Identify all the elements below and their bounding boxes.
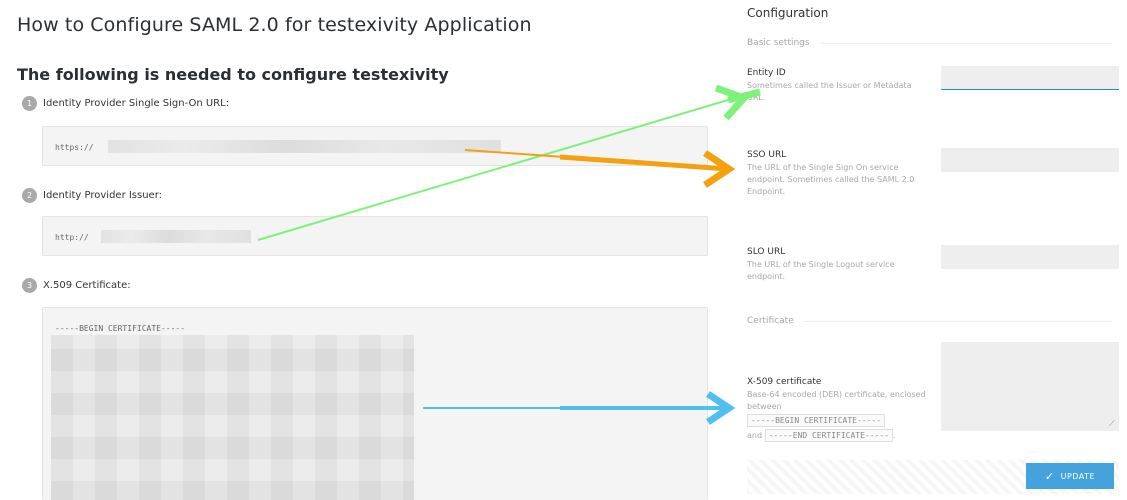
entity-id-label-group: Entity ID Sometimes called the Issuer or… (747, 68, 932, 104)
certificate-box[interactable]: -----BEGIN CERTIFICATE----- (42, 307, 708, 500)
certificate-header: Certificate (747, 316, 1112, 326)
entity-id-input[interactable] (941, 66, 1119, 90)
slo-url-label: SLO URL (747, 247, 786, 257)
period-text: . (893, 431, 896, 440)
step-issuer: 2 Identity Provider Issuer: (22, 188, 162, 203)
certificate-group-label: Certificate (747, 316, 794, 326)
basic-settings-label: Basic settings (747, 38, 810, 48)
redacted-value (101, 230, 251, 243)
step-label: Identity Provider Single Sign-On URL: (43, 98, 230, 109)
page-title: How to Configure SAML 2.0 for testexivit… (17, 14, 532, 36)
slo-url-label-group: SLO URL The URL of the Single Logout ser… (747, 247, 932, 283)
sso-url-label-group: SSO URL The URL of the Single Sign On se… (747, 150, 932, 198)
update-button[interactable]: ✓ UPDATE (1026, 463, 1114, 489)
redacted-value (108, 140, 501, 153)
step-sso-url: 1 Identity Provider Single Sign-On URL: (22, 96, 229, 111)
issuer-box[interactable]: http:// (42, 216, 708, 256)
x509-certificate-textarea[interactable] (941, 342, 1119, 431)
entity-id-label: Entity ID (747, 68, 786, 78)
slo-url-input[interactable] (941, 245, 1119, 269)
sso-url-description: The URL of the Single Sign On service en… (747, 163, 915, 196)
update-label: UPDATE (1060, 471, 1096, 481)
x509-label-group: X-509 certificate Base-64 encoded (DER) … (747, 377, 932, 443)
divider (819, 42, 1112, 44)
x509-desc-text: Base-64 encoded (DER) certificate, enclo… (747, 390, 926, 411)
configuration-panel: Configuration Basic settings Entity ID S… (720, 0, 1127, 500)
basic-settings-header: Basic settings (747, 38, 1112, 48)
and-text: and (747, 431, 763, 440)
configuration-title: Configuration (747, 6, 829, 20)
section-title: The following is needed to configure tes… (17, 65, 449, 84)
divider (803, 320, 1112, 322)
slo-url-description: The URL of the Single Logout service end… (747, 260, 895, 281)
step-number: 2 (22, 188, 37, 203)
end-cert-tag: -----END CERTIFICATE----- (764, 429, 894, 442)
code-prefix: http:// (55, 233, 89, 242)
step-number: 1 (22, 96, 37, 111)
step-certificate: 3 X.509 Certificate: (22, 278, 131, 293)
redacted-certificate (51, 335, 414, 500)
x509-description: Base-64 encoded (DER) certificate, enclo… (747, 389, 932, 443)
sso-url-input[interactable] (941, 148, 1119, 172)
code-prefix: https:// (55, 143, 94, 152)
step-number: 3 (22, 278, 37, 293)
instructions-panel: How to Configure SAML 2.0 for testexivit… (17, 14, 708, 500)
step-label: X.509 Certificate: (43, 280, 131, 291)
x509-label: X-509 certificate (747, 377, 822, 387)
sso-url-box[interactable]: https:// (42, 126, 708, 166)
resize-handle-icon[interactable]: ⟋ (1109, 419, 1115, 428)
entity-id-description: Sometimes called the Issuer or Metadata … (747, 81, 912, 102)
step-label: Identity Provider Issuer: (43, 190, 163, 201)
sso-url-label: SSO URL (747, 150, 787, 160)
cert-begin-line: -----BEGIN CERTIFICATE----- (55, 324, 186, 333)
check-icon: ✓ (1044, 469, 1055, 483)
begin-cert-tag: -----BEGIN CERTIFICATE----- (747, 414, 886, 427)
